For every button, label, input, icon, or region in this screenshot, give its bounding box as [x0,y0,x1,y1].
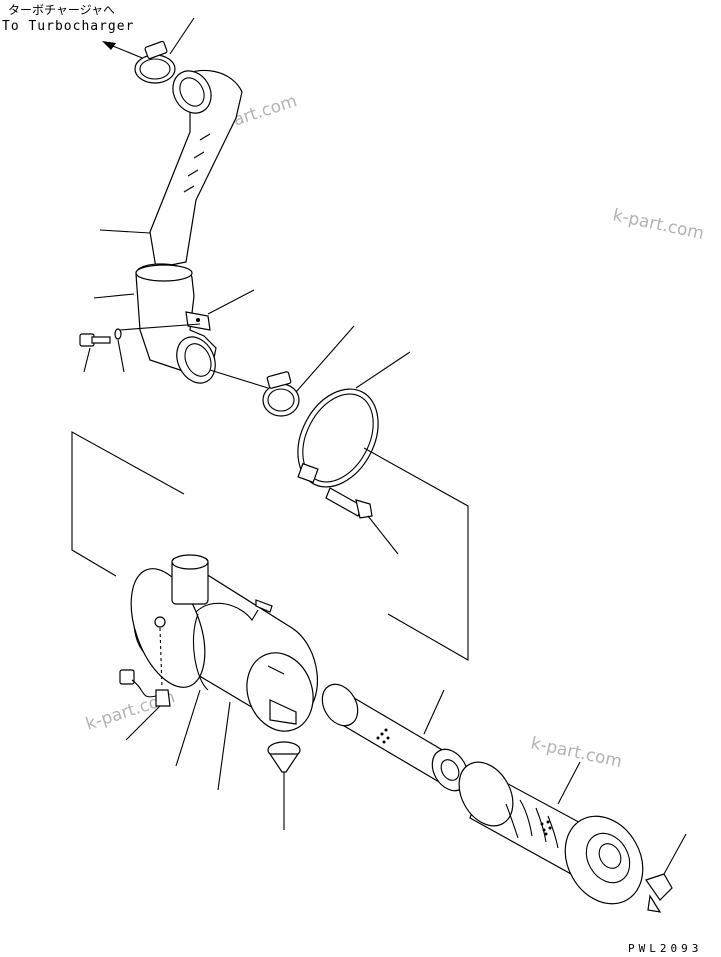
assembly-reference-plane [71,431,469,661]
evacuator-valve [267,741,301,830]
hose-clamp-lower [262,325,355,417]
drawing-code: PWL2093 [628,942,702,955]
outer-element [458,761,644,905]
pipe-bracket [93,289,255,331]
washer [114,323,201,373]
direction-label-en: To Turbocharger [2,19,134,34]
band-clamp [297,351,411,488]
bolt [79,333,111,373]
air-cleaner-body [130,554,319,791]
inner-element [321,683,469,792]
intake-pipe [99,69,269,389]
wiring-connector [119,669,161,741]
watermark-2: k-part.com [611,205,706,244]
dust-indicator-sensor [154,616,171,707]
watermark-4: k-part.com [529,733,624,772]
wing-nut [645,833,687,913]
direction-label-jp: ターボチャージャへ [8,3,115,17]
clamp-bolt [325,487,399,555]
hose-clamp-upper [134,17,195,84]
